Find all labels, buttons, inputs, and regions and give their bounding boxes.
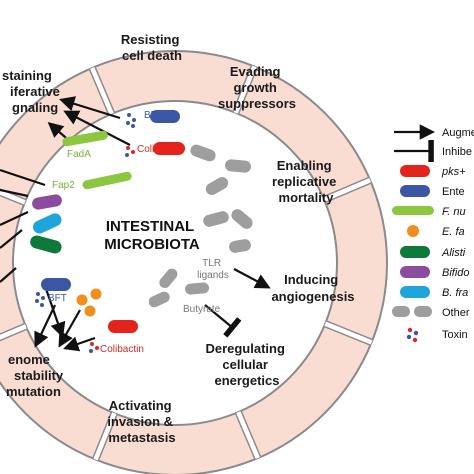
legend-label-5: E. fa: [442, 226, 465, 238]
line-left-1: [0, 188, 29, 198]
hallmark-genome-instability-mutation: enome stability mutation: [6, 352, 67, 399]
hallmark-activating-invasion-metastasis: Activating invasion & metastasis: [107, 398, 176, 445]
segment-gap: [90, 66, 114, 115]
efaecalis-cell: [76, 294, 88, 306]
segment-gap: [236, 411, 260, 460]
legend-efaecalis-icon: [407, 225, 419, 237]
segment-gap: [0, 189, 26, 205]
hallmark-labels: Resisting cell death Evading growth supp…: [2, 32, 355, 445]
legend: Augme Inhibe pks+ Ente F. nu E. fa Alist…: [392, 124, 474, 343]
hallmark-resisting-cell-death: Resisting cell death: [121, 32, 183, 63]
legend-others-icon: [392, 306, 432, 317]
legend-pks-icon: [400, 165, 430, 177]
center-title: INTESTINAL MICROBIOTA: [104, 218, 200, 253]
legend-label-3: Ente: [442, 186, 465, 198]
toxin-dots: [35, 113, 136, 353]
line-left-3: [0, 229, 23, 249]
segment-divider: [240, 410, 262, 458]
line-left-2: [0, 211, 29, 226]
legend-label-0: Augme: [442, 127, 474, 139]
arrow-tlr-to-angiogenesis: [233, 268, 271, 289]
segment-divider: [0, 194, 24, 206]
hallmark-sustaining-proliferative-signaling: staining iferative gnaling: [2, 68, 64, 115]
segment-divider: [0, 328, 28, 342]
line-left-4: [0, 267, 17, 283]
segment-gap: [324, 321, 373, 345]
bfragilis-bacterium: [33, 213, 62, 234]
arrow-colibactin-to-genome: [63, 336, 96, 352]
hallmark-inducing-angiogenesis: Inducing angiogenesis: [271, 272, 354, 304]
legend-label-1: Inhibe: [442, 146, 472, 158]
segment-divider: [97, 414, 118, 461]
segment-divider: [234, 413, 256, 460]
enterotoxigenic-bacterium: [150, 110, 180, 123]
arrows: [0, 96, 271, 352]
inhibit-butyrate-to-energetics: [204, 304, 242, 338]
segment-gap: [323, 178, 372, 202]
legend-bifido-icon: [400, 266, 430, 278]
alistipes-bacterium: [30, 235, 62, 254]
segment-divider: [326, 320, 373, 341]
segment-divider: [322, 176, 370, 198]
segment-divider: [88, 68, 110, 116]
legend-label-2: pks+: [441, 166, 466, 178]
segment-gap: [233, 65, 257, 114]
arrow-colibactin-to-sustaining: [63, 110, 131, 146]
label-bft-bottom: BFT: [48, 293, 67, 304]
label-fada: FadA: [67, 149, 91, 160]
segment-divider: [94, 66, 116, 113]
legend-fnucleatum-icon: [392, 206, 434, 215]
label-tlr-ligands: TLR ligands: [197, 258, 229, 281]
legend-alistipes-icon: [400, 246, 430, 258]
legend-label-9: Other: [442, 307, 470, 319]
segment-gap: [0, 324, 27, 340]
legend-label-4: F. nu: [442, 206, 466, 218]
legend-enterotoxigenic-icon: [400, 185, 430, 197]
legend-toxin-icon: [406, 327, 419, 343]
legend-label-7: Bifido: [442, 267, 470, 279]
enterotoxigenic-bacterium-bottom: [41, 278, 71, 291]
fnucleatum-bacterium: [62, 130, 132, 190]
segment-divider: [92, 411, 113, 459]
efaecalis-cell: [90, 288, 102, 300]
hallmark-evading-growth-suppressors: Evading growth suppressors: [218, 64, 296, 111]
arrow-bft-to-sustaining: [59, 96, 121, 120]
line-fap2-left: [0, 168, 46, 187]
pks-bacterium-bottom: [108, 320, 138, 333]
segment-divider: [325, 182, 372, 204]
segment-divider: [323, 325, 371, 346]
efaecalis-cell: [84, 305, 96, 317]
segment-dividers: [0, 65, 373, 461]
segment-divider: [237, 67, 258, 115]
hallmark-enabling-replicative-mortality: Enabling replicative mortality: [272, 158, 340, 205]
legend-label-10: Toxin: [442, 329, 468, 341]
other-bacteria: [148, 144, 253, 308]
pks-bacterium: [153, 142, 185, 155]
label-fap2: Fap2: [52, 180, 75, 191]
segment-gap: [93, 412, 117, 461]
bacteria: [30, 110, 253, 353]
hallmark-deregulating-cellular-energetics: Deregulating cellular energetics: [205, 341, 288, 388]
legend-label-8: B. fra: [442, 287, 468, 299]
segment-divider: [232, 65, 253, 112]
legend-bfragilis-icon: [400, 286, 430, 298]
legend-label-6: Alisti: [441, 247, 466, 259]
segment-divider: [0, 322, 25, 335]
arrow-bft-to-genome: [34, 304, 56, 348]
bifidobacterium: [32, 194, 62, 210]
label-colibactin-bottom: Colibactin: [100, 344, 144, 355]
label-butyrate: Butyrate: [183, 304, 221, 315]
